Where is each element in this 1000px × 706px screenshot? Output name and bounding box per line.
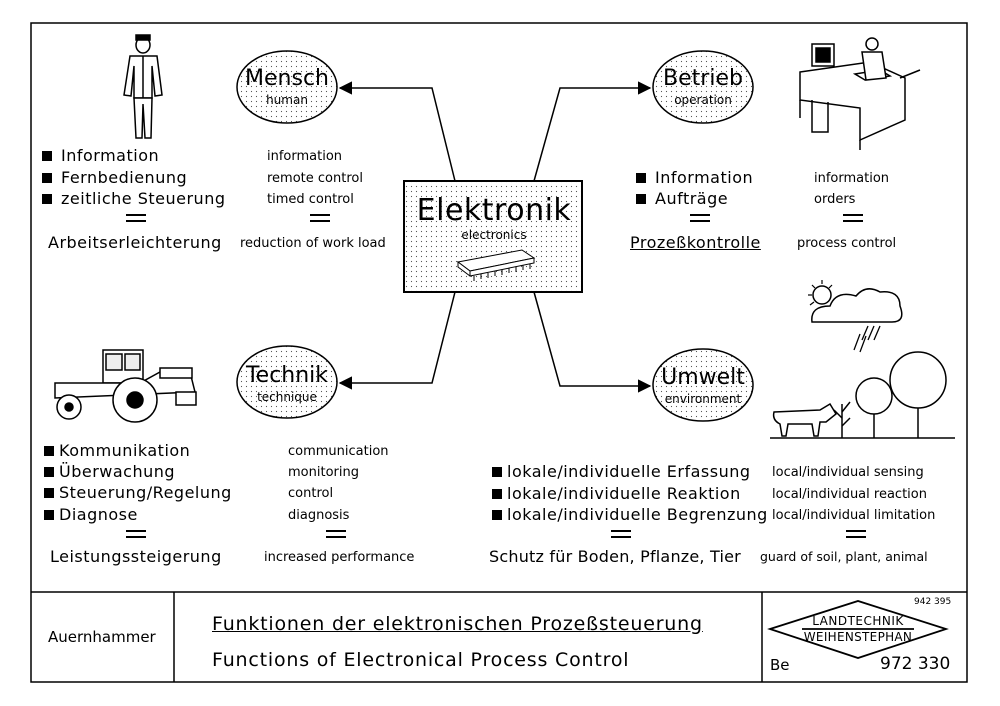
- technique-item: Steuerung/Regelung: [44, 485, 232, 501]
- technique-item: Überwachung: [44, 464, 175, 480]
- operation-item-en: information: [814, 171, 890, 186]
- bullet-square: [492, 467, 502, 477]
- operation-result-en: process control: [797, 236, 897, 251]
- technique-item: Kommunikation: [44, 443, 190, 459]
- operation-item-de: Information: [655, 168, 754, 187]
- human-item-de: Fernbedienung: [61, 168, 188, 187]
- outer-border: [30, 22, 968, 683]
- environment-item-en: local/individual reaction: [772, 487, 927, 502]
- environment-item-en: local/individual limitation: [772, 508, 936, 523]
- weather-illustration: [808, 280, 903, 353]
- center-node-subtitle: electronics: [461, 228, 527, 242]
- footer-number: 972 330: [880, 654, 951, 674]
- environment-item-de: lokale/individuelle Begrenzung: [507, 505, 768, 524]
- technique-result-de: Leistungssteigerung: [50, 547, 222, 566]
- environment-result-de: Schutz für Boden, Pflanze, Tier: [489, 547, 741, 566]
- technique-item-en: communication: [288, 444, 389, 459]
- environment-item: lokale/individuelle Erfassung: [492, 464, 751, 480]
- center-node-title: Elektronik: [416, 193, 572, 228]
- node-title-operation: Betrieb: [663, 66, 743, 91]
- bullet-square: [636, 194, 646, 204]
- human-item-de: Information: [61, 146, 160, 165]
- chip-icon: [456, 249, 536, 281]
- arrow-to-environment: [533, 291, 652, 393]
- node-ellipse-human: [236, 50, 338, 124]
- farm-environment-illustration: [770, 351, 955, 439]
- operation-item: Aufträge: [636, 191, 728, 207]
- node-title-technique: Technik: [245, 363, 329, 388]
- node-subtitle-environment: environment: [664, 392, 742, 406]
- human-item: Fernbedienung: [42, 170, 187, 186]
- footer-title-de: Funktionen der elektronischen Prozeßsteu…: [212, 613, 703, 635]
- bullet-square: [42, 173, 52, 183]
- human-item-de: zeitliche Steuerung: [61, 189, 226, 208]
- environment-result-en: guard of soil, plant, animal: [760, 549, 928, 564]
- environment-item: lokale/individuelle Begrenzung: [492, 507, 768, 523]
- footer-code-top: 942 395: [914, 597, 952, 607]
- operation-item-en: orders: [814, 192, 856, 207]
- human-item-en: remote control: [267, 171, 363, 186]
- logo-line-1: LANDTECHNIK: [812, 614, 904, 628]
- human-item-en: timed control: [267, 192, 354, 207]
- environment-item-en: local/individual sensing: [772, 465, 924, 480]
- node-ellipse-environment: [652, 348, 754, 422]
- environment-item: lokale/individuelle Reaktion: [492, 486, 741, 502]
- footer-author: Auernhammer: [48, 628, 156, 646]
- environment-item-de: lokale/individuelle Erfassung: [507, 462, 751, 481]
- technique-item-de: Diagnose: [59, 505, 138, 524]
- technique-item-en: monitoring: [288, 465, 359, 480]
- arrow-to-technique: [338, 291, 456, 390]
- tractor-illustration: [54, 349, 197, 423]
- node-title-human: Mensch: [245, 66, 329, 91]
- operation-result-de: Prozeßkontrolle: [630, 233, 761, 252]
- human-item-en: information: [267, 149, 343, 164]
- bullet-square: [44, 467, 54, 477]
- node-subtitle-technique: technique: [257, 390, 317, 404]
- arrow-to-operation: [533, 81, 652, 182]
- human-item: Information: [42, 148, 159, 164]
- node-ellipse-operation: [652, 50, 754, 124]
- technique-item-de: Steuerung/Regelung: [59, 483, 232, 502]
- technique-item: Diagnose: [44, 507, 138, 523]
- bullet-square: [44, 488, 54, 498]
- human-result-de: Arbeitserleichterung: [48, 233, 222, 252]
- node-subtitle-human: human: [266, 93, 308, 107]
- center-node-box: [403, 180, 583, 293]
- bullet-square: [42, 194, 52, 204]
- technique-item-en: diagnosis: [288, 508, 350, 523]
- technique-result-en: increased performance: [264, 550, 415, 565]
- footer-initials: Be: [770, 656, 790, 674]
- computer-workstation-illustration: [799, 37, 921, 150]
- bullet-square: [42, 151, 52, 161]
- node-ellipse-technique: [236, 345, 338, 419]
- operation-item-de: Aufträge: [655, 189, 729, 208]
- technique-item-de: Überwachung: [59, 462, 176, 481]
- technique-item-de: Kommunikation: [59, 441, 191, 460]
- logo-line-2: WEIHENSTEPHAN: [803, 630, 913, 644]
- bullet-square: [492, 510, 502, 520]
- operation-item: Information: [636, 170, 753, 186]
- human-result-en: reduction of work load: [240, 236, 386, 251]
- bullet-square: [44, 510, 54, 520]
- equals-signs: [126, 214, 866, 538]
- bullet-square: [44, 446, 54, 456]
- worker-illustration: [123, 34, 163, 139]
- landtechnik-logo: [767, 600, 949, 659]
- environment-item-de: lokale/individuelle Reaktion: [507, 484, 741, 503]
- human-item: zeitliche Steuerung: [42, 191, 226, 207]
- bullet-square: [636, 173, 646, 183]
- technique-item-en: control: [288, 486, 334, 501]
- bullet-square: [492, 489, 502, 499]
- arrow-to-human: [338, 81, 456, 182]
- node-title-environment: Umwelt: [661, 365, 745, 390]
- footer-title-en: Functions of Electronical Process Contro…: [212, 649, 630, 671]
- node-subtitle-operation: operation: [674, 93, 732, 107]
